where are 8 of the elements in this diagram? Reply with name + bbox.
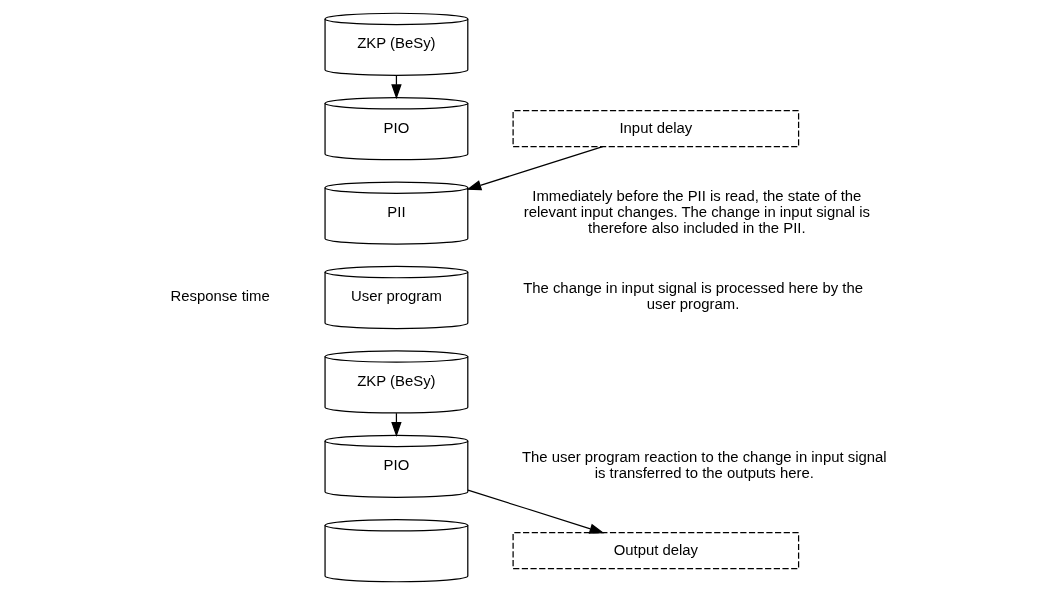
label: Immediately before the PII is read, the state of the relevant input changes. The change in input signal is therefore also included in the PII.: [523, 187, 870, 237]
label: Response time: [170, 288, 270, 305]
arrow: [465, 146, 603, 191]
label: The user program reaction to the change in input signal is transferred to the outputs here.: [521, 449, 887, 482]
label: The change in input signal is processed here by the user program.: [522, 280, 863, 313]
arrow: [466, 489, 604, 534]
node-box: Output delay: [512, 532, 799, 570]
node-box: Input delay: [512, 110, 799, 148]
